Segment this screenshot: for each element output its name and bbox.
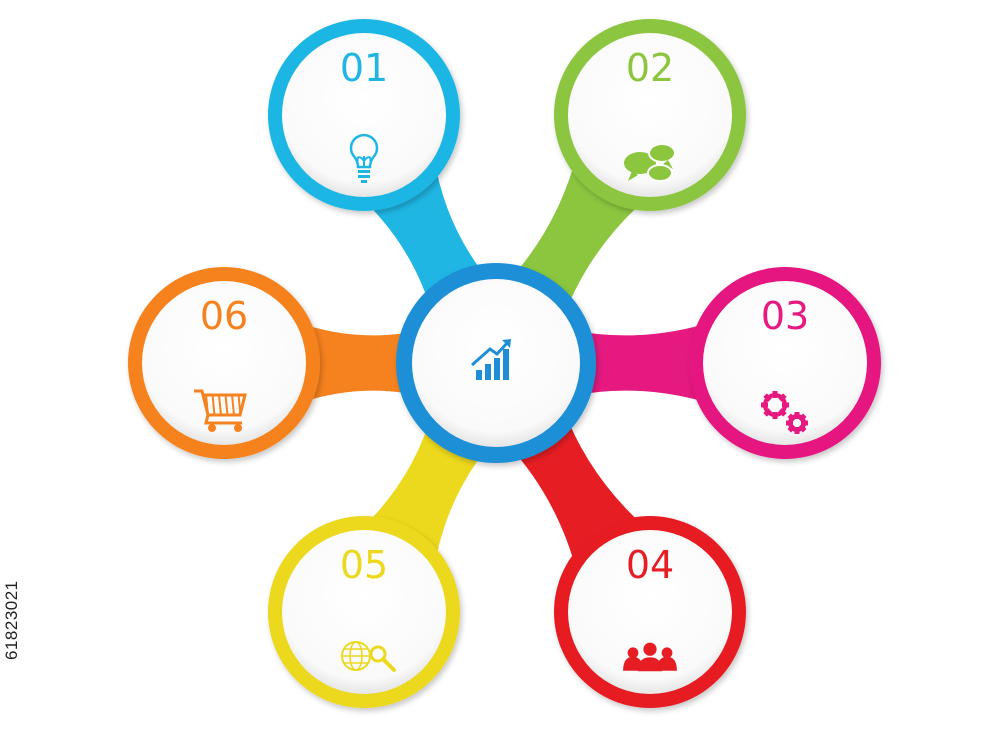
node-number-03: 03 (761, 294, 809, 338)
connector-arm-06 (294, 321, 426, 405)
node-number-05: 05 (340, 543, 388, 587)
node-inner-06 (142, 281, 306, 445)
node-inner-01 (282, 33, 446, 197)
node-02: 02 (554, 19, 746, 211)
globe-search-icon (341, 641, 396, 672)
gears-icon (761, 391, 808, 434)
node-inner-05 (282, 530, 446, 694)
center-hub (396, 263, 596, 463)
people-icon (623, 642, 677, 672)
node-01: 01 (268, 19, 460, 211)
node-05: 05 (268, 516, 460, 708)
shopping-cart-icon (194, 389, 247, 432)
node-inner-02 (568, 33, 732, 197)
node-number-02: 02 (626, 46, 674, 90)
node-number-06: 06 (200, 294, 248, 338)
stock-id: 61823021 (2, 580, 21, 660)
chat-bubbles-icon (624, 143, 676, 182)
node-06: 06 (128, 267, 320, 459)
growth-chart-icon (471, 339, 511, 380)
node-inner-04 (568, 530, 732, 694)
node-inner-03 (703, 281, 867, 445)
node-number-01: 01 (340, 46, 388, 90)
connector-arm-03 (566, 321, 715, 405)
node-04: 04 (554, 516, 746, 708)
node-number-04: 04 (626, 543, 674, 587)
node-03: 03 (689, 267, 881, 459)
lightbulb-icon (349, 133, 379, 183)
